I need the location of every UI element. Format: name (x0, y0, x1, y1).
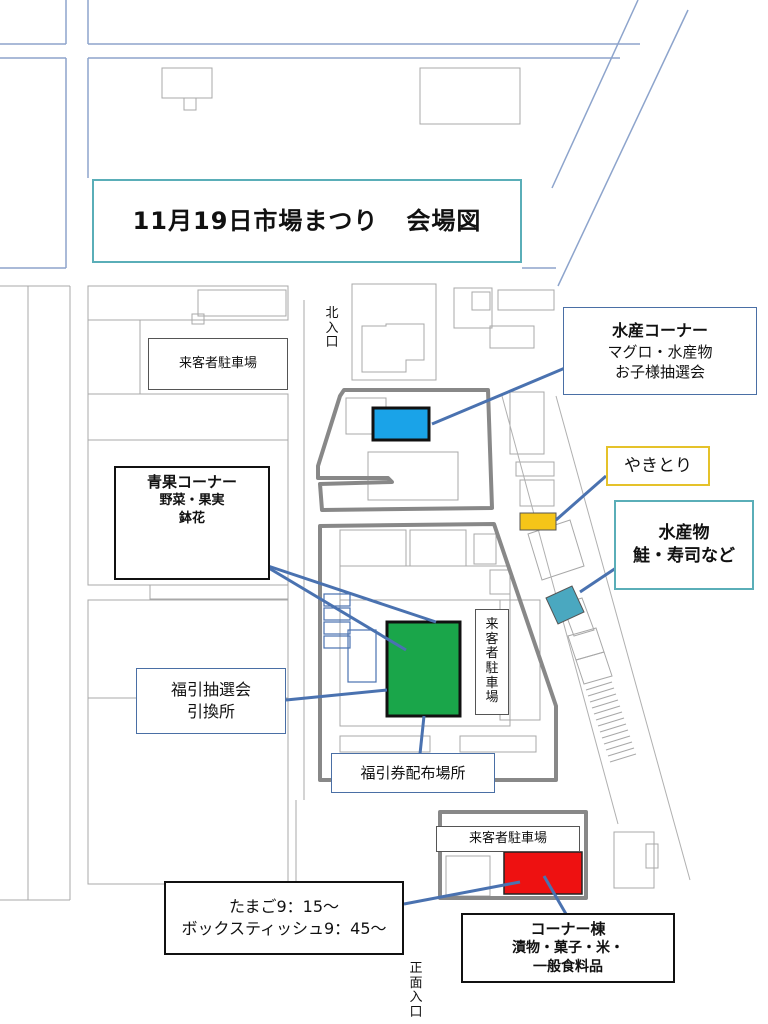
road-lines (0, 0, 689, 287)
north-entrance-label: 北 入 口 (322, 306, 342, 351)
seika-corner-label[interactable]: 青果コーナー 野菜・果実 鉢花 (114, 466, 270, 580)
seika-building[interactable] (385, 620, 462, 718)
tamago-line1: たまご9：15～ (228, 897, 340, 917)
suisan-stall-label[interactable]: 水産物 鮭・寿司など (614, 500, 754, 590)
corner-building-label[interactable]: コーナー棟 漬物・菓子・米・ 一般食料品 (461, 913, 675, 983)
fukubiki-line2: 引換所 (186, 702, 235, 721)
parking-label-vertical: 来 客 者 駐 車 場 (475, 609, 509, 715)
corner-line2: 一般食料品 (533, 959, 603, 976)
parking-label-bottom: 来客者駐車場 (436, 826, 580, 852)
north-char: 口 (325, 335, 339, 351)
parking-v-char: 車 (485, 675, 499, 691)
corner-line1: 漬物・菓子・米・ (512, 940, 624, 957)
title-subtext: 会場図 (406, 206, 482, 235)
site-outlines (316, 388, 588, 900)
haifu-text: 福引券配布場所 (360, 763, 466, 782)
suisan2-line1: 水産物 (658, 523, 710, 544)
leader-lines (261, 366, 617, 915)
yakitori-label[interactable]: やきとり (606, 446, 710, 486)
parking2-text: 来客者駐車場 (468, 831, 547, 847)
parking-v-char: 来 (485, 617, 499, 633)
suisan-line1: マグロ・水産物 (607, 342, 713, 361)
front-char: 口 (409, 1004, 423, 1020)
front-char: 面 (409, 975, 423, 991)
seika-line2: 鉢花 (178, 510, 205, 526)
corner-heading: コーナー棟 (530, 919, 606, 938)
front-char: 正 (409, 961, 423, 976)
parking-v-char: 者 (485, 646, 499, 662)
striped-stalls (585, 681, 637, 763)
fukubiki-line1: 福引抽選会 (170, 680, 251, 700)
parking-v-char: 場 (485, 690, 499, 706)
parking-v-char: 客 (485, 631, 499, 647)
seika-line1: 野菜・果実 (159, 493, 225, 509)
tamago-line2: ボックスティッシュ9：45～ (181, 919, 387, 938)
north-char: 入 (325, 320, 339, 336)
suisan-building[interactable] (371, 406, 431, 442)
suisan-heading: 水産コーナー (611, 320, 708, 340)
yakitori-text: やきとり (624, 455, 692, 476)
front-char: 入 (409, 990, 423, 1006)
suisan2-line2: 鮭・寿司など (633, 546, 735, 566)
parking1-text: 来客者駐車場 (178, 356, 257, 372)
ticket-distribution-label[interactable]: 福引券配布場所 (331, 753, 495, 793)
title-text: 11月19日市場まつり (132, 206, 379, 235)
north-char: 北 (325, 306, 339, 321)
parking-label-top-left: 来客者駐車場 (148, 338, 288, 390)
suisan-corner-label[interactable]: 水産コーナー マグロ・水産物 お子様抽選会 (563, 307, 757, 395)
front-entrance-label: 正 面 入 口 (406, 961, 426, 1020)
suisan-stall[interactable] (545, 585, 585, 625)
giveaway-schedule-label[interactable]: たまご9：15～ ボックスティッシュ9：45～ (164, 881, 404, 955)
seika-heading: 青果コーナー (146, 473, 237, 491)
fukubiki-exchange-label[interactable]: 福引抽選会 引換所 (136, 668, 286, 734)
yakitori-stall[interactable] (519, 512, 557, 531)
suisan-line2: お子様抽選会 (614, 362, 705, 381)
parking-v-char: 駐 (485, 661, 499, 676)
map-title: 11月19日市場まつり会場図 (92, 179, 522, 263)
corner-building[interactable] (503, 851, 583, 895)
